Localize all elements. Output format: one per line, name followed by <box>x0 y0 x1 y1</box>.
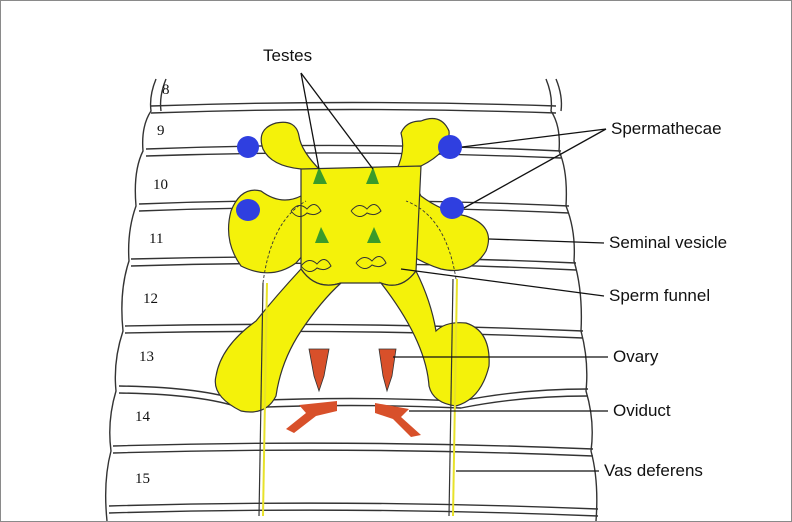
spermatheca-left-front <box>237 136 259 158</box>
ovaries <box>309 349 396 391</box>
segment-number: 12 <box>143 291 158 307</box>
segment-number: 10 <box>153 177 168 193</box>
segment-number: 13 <box>139 349 154 365</box>
oviduct-right <box>375 403 421 437</box>
segment-number: 8 <box>162 82 170 98</box>
label-testes: Testes <box>263 46 312 65</box>
ovary-left <box>309 349 329 391</box>
seminal-vesicles <box>215 119 489 412</box>
spermatheca-right-front <box>438 135 462 159</box>
segment-number: 14 <box>135 409 151 425</box>
seminal-vesicle-right-rear <box>381 271 489 406</box>
label-spermathecae: Spermathecae <box>611 119 722 138</box>
segment-numbers: 8 9 10 11 12 13 14 15 <box>135 82 170 487</box>
spermatheca-left-rear <box>236 199 260 221</box>
label-vas-deferens: Vas deferens <box>604 461 703 480</box>
spermatheca-right-rear <box>440 197 464 219</box>
segment-number: 11 <box>149 231 163 247</box>
segment-furrows <box>109 103 598 517</box>
segment-number: 9 <box>157 123 165 139</box>
segment-number: 15 <box>135 471 150 487</box>
seminal-vesicle-left-rear <box>215 269 341 412</box>
label-seminal-vesicle: Seminal vesicle <box>609 233 727 252</box>
label-sperm-funnel: Sperm funnel <box>609 286 710 305</box>
ovary-right <box>379 349 396 391</box>
label-oviduct: Oviduct <box>613 401 671 420</box>
label-ovary: Ovary <box>613 347 659 366</box>
